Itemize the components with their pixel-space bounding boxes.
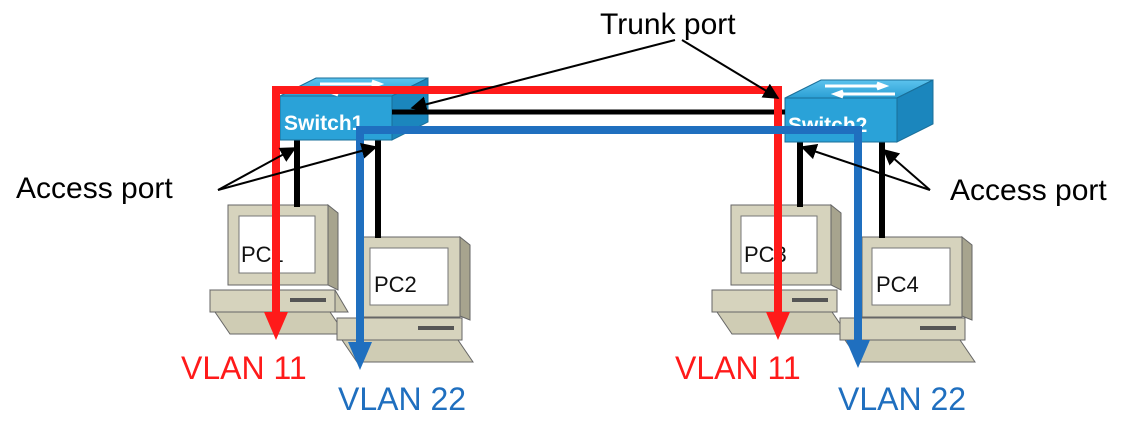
- access-port-label-left: Access port: [16, 172, 173, 205]
- access-pointers-left: [217, 143, 378, 191]
- vlan22-label-right: VLAN 22: [838, 381, 966, 417]
- vlan11-label-left: VLAN 11: [181, 350, 307, 386]
- access-port-label-right: Access port: [950, 174, 1107, 207]
- pc4-label: PC4: [876, 272, 919, 297]
- switch1-label: Switch1: [284, 112, 364, 135]
- vlan22-label-left: VLAN 22: [338, 381, 466, 417]
- vlan11-path: [264, 86, 790, 340]
- pc2: PC2: [336, 235, 474, 363]
- vlan22-path: [348, 126, 870, 370]
- vlan11-label-right: VLAN 11: [675, 350, 801, 386]
- trunk-pointers: [410, 39, 780, 113]
- pc4: PC4: [839, 235, 976, 363]
- access-cables: [294, 140, 885, 238]
- access-pointers-right: [800, 144, 931, 191]
- trunk-port-label: Trunk port: [600, 8, 736, 41]
- pc2-label: PC2: [374, 272, 417, 297]
